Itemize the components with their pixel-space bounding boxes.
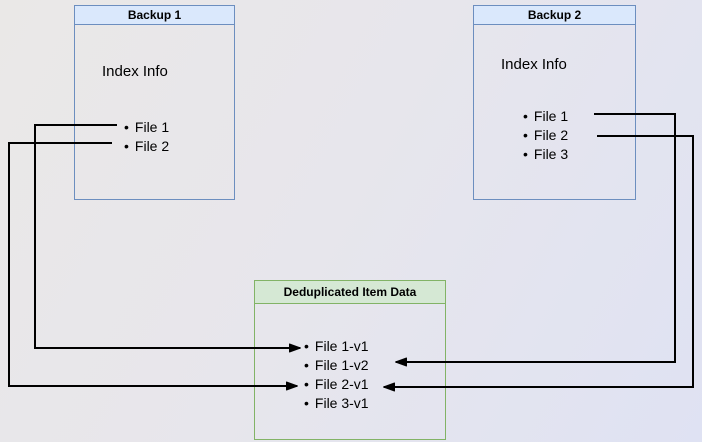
file-label: File 2 (533, 127, 569, 143)
bullet-icon: • (124, 138, 129, 154)
backup1-index-info-label: Index Info (102, 63, 168, 80)
file-label: File 2 (134, 138, 170, 154)
list-item: • File 2-v1 (255, 375, 445, 394)
bullet-icon: • (304, 357, 309, 373)
list-item: • File 2 (474, 126, 635, 145)
backup2-file-list: • File 1 • File 2 • File 3 (474, 107, 635, 164)
file-label: File 1 (533, 108, 569, 124)
backup2-index-info-label: Index Info (501, 56, 567, 73)
list-item: • File 1-v1 (255, 337, 445, 356)
list-item: • File 3 (474, 145, 635, 164)
bullet-icon: • (523, 146, 528, 162)
bullet-icon: • (304, 376, 309, 392)
file-label: File 3-v1 (314, 395, 369, 411)
backup1-title: Backup 1 (75, 6, 234, 25)
backup2-box: Backup 2 Index Info • File 1 • File 2 • … (473, 5, 636, 200)
list-item: • File 1 (474, 107, 635, 126)
dedup-title: Deduplicated Item Data (255, 281, 445, 304)
backup1-box: Backup 1 Index Info • File 1 • File 2 (74, 5, 235, 200)
bullet-icon: • (124, 119, 129, 135)
dedup-file-list: • File 1-v1 • File 1-v2 • File 2-v1 • Fi… (255, 337, 445, 413)
file-label: File 2-v1 (314, 376, 369, 392)
dedup-box: Deduplicated Item Data • File 1-v1 • Fil… (254, 280, 446, 440)
list-item: • File 3-v1 (255, 394, 445, 413)
bullet-icon: • (523, 127, 528, 143)
file-label: File 1-v1 (314, 338, 369, 354)
bullet-icon: • (304, 395, 309, 411)
file-label: File 3 (533, 146, 569, 162)
backup2-title: Backup 2 (474, 6, 635, 25)
file-label: File 1 (134, 119, 170, 135)
list-item: • File 2 (75, 137, 234, 156)
file-label: File 1-v2 (314, 357, 369, 373)
list-item: • File 1 (75, 118, 234, 137)
list-item: • File 1-v2 (255, 356, 445, 375)
bullet-icon: • (304, 338, 309, 354)
backup1-file-list: • File 1 • File 2 (75, 118, 234, 156)
bullet-icon: • (523, 108, 528, 124)
